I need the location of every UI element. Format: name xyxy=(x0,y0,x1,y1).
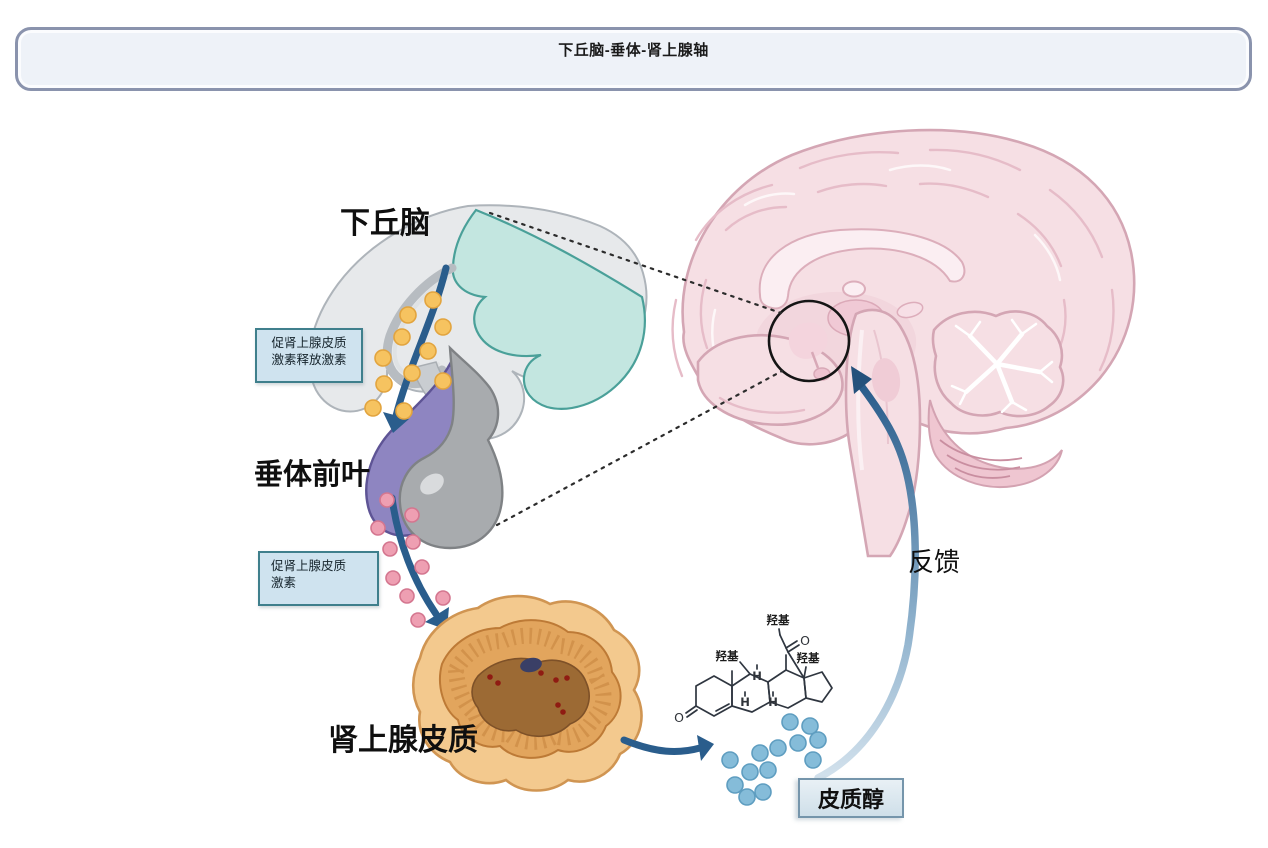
cortisol-dot xyxy=(751,744,769,762)
feedback-label: 反馈 xyxy=(908,547,961,577)
cortisol-hormone-dots xyxy=(721,713,827,806)
hydrogen-label: H xyxy=(752,669,762,683)
cortisol-dot xyxy=(721,751,739,769)
acth-label-box: 促肾上腺皮质 激素 xyxy=(258,551,379,606)
cortisol-dot xyxy=(769,739,787,757)
diagram-title: 下丘脑-垂体-肾上腺轴 xyxy=(558,42,709,59)
sidechain-oxygen-label: O xyxy=(800,633,810,648)
feedback-arrow-head xyxy=(851,366,872,394)
crh-dot xyxy=(424,291,442,309)
pituitary-stalk-small xyxy=(810,351,820,369)
connector-top xyxy=(488,211,783,315)
acth-label-line2: 激素 xyxy=(271,576,297,590)
adrenal-cortex-label: 肾上腺皮质 xyxy=(328,724,478,757)
cortisol-molecule: 羟基 羟基 羟基 O O H H H xyxy=(674,613,833,725)
secretion-arrow-shaft xyxy=(620,736,704,755)
title-banner: 下丘脑-垂体-肾上腺轴 xyxy=(15,27,1252,91)
arbor-vitae xyxy=(950,318,1054,414)
anterior-pituitary-label: 垂体前叶 xyxy=(254,459,371,491)
cortisol-dot xyxy=(726,776,744,794)
hypothalamus-region xyxy=(788,322,828,359)
septum-window xyxy=(842,280,866,298)
crh-dot xyxy=(375,375,393,393)
cortisol-dot xyxy=(801,717,819,735)
acth-dot xyxy=(410,612,426,628)
hydrogen-label: H xyxy=(768,695,778,709)
temporal-gyrus xyxy=(718,396,806,414)
acth-dot xyxy=(379,492,395,508)
acth-dot xyxy=(399,588,415,604)
acth-dot xyxy=(435,590,451,606)
cortisol-dot xyxy=(754,783,772,801)
adrenal-cortex-striations xyxy=(448,627,612,750)
ketone-oxygen-label: O xyxy=(674,710,684,725)
pituitary-highlight xyxy=(420,473,444,495)
cortisol-dot xyxy=(789,734,807,752)
crh-dot xyxy=(395,402,413,420)
acth-hormone-dots xyxy=(370,492,451,628)
adrenal-medulla-specks xyxy=(487,670,570,715)
crh-dot xyxy=(434,372,452,390)
crh-dot xyxy=(434,318,452,336)
cortisol-label-box: 皮质醇 xyxy=(798,778,904,818)
crh-dot xyxy=(403,364,421,382)
acth-dot xyxy=(414,559,430,575)
cortisol-dot xyxy=(781,713,799,731)
crh-dot xyxy=(374,349,392,367)
molecule-bonds xyxy=(685,628,807,718)
crh-dot xyxy=(364,399,382,417)
crh-dot xyxy=(419,342,437,360)
acth-dot xyxy=(385,570,401,586)
arrow-feedback xyxy=(814,366,919,782)
cortisol-dot xyxy=(741,763,759,781)
crh-dot xyxy=(399,306,417,324)
cortisol-dot xyxy=(759,761,777,779)
hypothalamus-teal-sheet xyxy=(451,208,646,410)
cortisol-dot xyxy=(738,788,756,806)
pons xyxy=(871,358,901,402)
acth-label-line1: 促肾上腺皮质 xyxy=(271,559,347,573)
fornix xyxy=(896,301,924,319)
crh-hormone-dots xyxy=(364,291,452,420)
zoom-connector-lines xyxy=(488,211,784,527)
adrenal-medulla-blob xyxy=(520,657,542,673)
steroid-ring-b xyxy=(731,673,771,713)
hydroxyl-top-label: 羟基 xyxy=(767,613,790,627)
hydrogen-label: H xyxy=(740,695,750,709)
acth-dot xyxy=(370,520,386,536)
crh-label-line2: 激素释放激素 xyxy=(271,353,347,367)
corpus-callosum xyxy=(758,228,966,310)
steroid-ring-a xyxy=(695,675,733,717)
hydroxyl-left-label: 羟基 xyxy=(716,649,739,663)
hypothalamus-label: 下丘脑 xyxy=(340,207,430,240)
connector-bottom xyxy=(495,369,784,527)
crh-label-box: 促肾上腺皮质 激素释放激素 xyxy=(255,328,363,383)
brain-illustration xyxy=(671,128,1136,558)
crh-arrow-shaft xyxy=(392,264,450,420)
adrenal-gland-illustration xyxy=(411,594,643,792)
acth-dot xyxy=(405,534,421,550)
feedback-arrow-shaft xyxy=(814,383,919,782)
brainstem xyxy=(844,308,922,558)
cerebellum-folia xyxy=(927,399,1063,488)
crh-dot xyxy=(393,328,411,346)
brainstem-highlight xyxy=(856,329,864,471)
posterior-pituitary-lobe xyxy=(398,344,504,550)
hydroxyl-right-label: 羟基 xyxy=(797,651,820,665)
acth-arrow-shaft xyxy=(388,494,440,618)
cortisol-label: 皮质醇 xyxy=(817,787,884,812)
cerebellum-folia-stripes xyxy=(939,439,1023,479)
steroid-ring-d xyxy=(803,671,833,703)
crh-label-line1: 促肾上腺皮质 xyxy=(271,336,347,350)
acth-dot xyxy=(404,507,420,523)
zoom-circle xyxy=(767,299,851,383)
acth-dot xyxy=(382,541,398,557)
cortisol-dot xyxy=(809,731,827,749)
secretion-arrow-head xyxy=(697,735,714,761)
arrow-secretion xyxy=(620,735,714,761)
cortisol-dot xyxy=(804,751,822,769)
